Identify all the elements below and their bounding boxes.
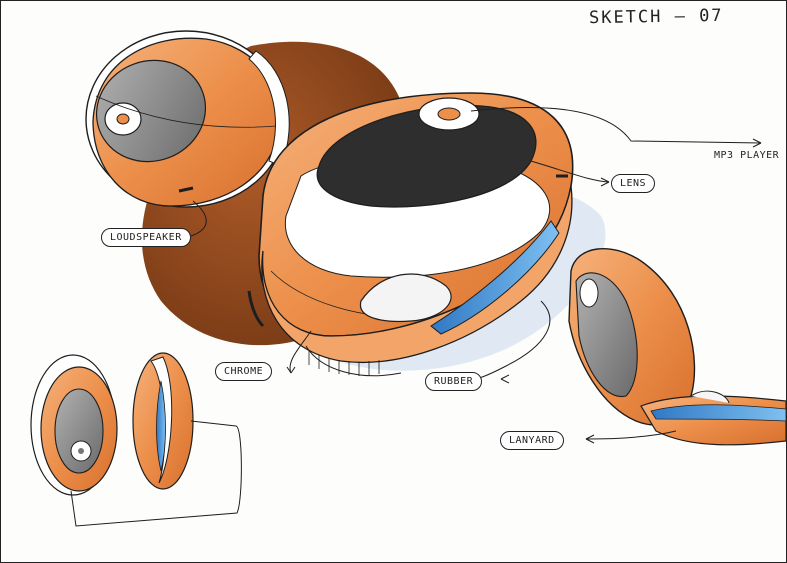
loudspeaker-unit [85,30,290,208]
leader-chrome [289,330,312,374]
callout-lens: LENS [611,174,656,193]
leader-mp3-player [470,107,762,144]
callout-rubber: RUBBER [425,372,483,391]
side-view-small [70,352,242,527]
arrow-lens [600,177,610,187]
arrow-rubber [500,374,510,384]
leader-loudspeaker [190,200,207,237]
side-profile-unit [568,247,786,446]
leader-lens [530,160,610,183]
sketch-title: SKETCH — 07 [588,5,724,29]
arrow-mp3-player [752,138,762,148]
callout-loudspeaker: LOUDSPEAKER [101,228,191,247]
callout-lanyard: LANYARD [500,431,564,450]
callout-chrome: CHROME [215,362,273,381]
mp3-player-main-body [247,92,574,377]
arrow-chrome [286,366,296,374]
front-view-small [30,354,118,496]
callout-mp3-player: MP3 PLAYER [714,150,780,161]
leader-lanyard [585,430,677,440]
arrow-lanyard [585,434,595,444]
